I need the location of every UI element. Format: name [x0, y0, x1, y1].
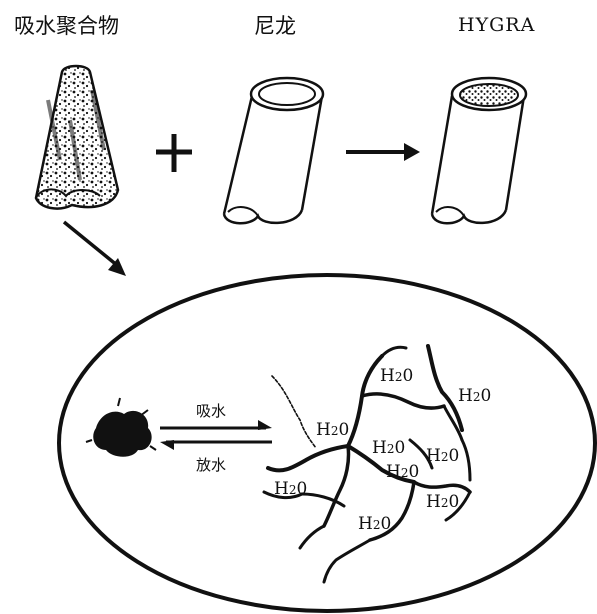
plus-icon [156, 134, 192, 172]
label-release-water: 放水 [196, 456, 227, 474]
water-label: H20 [426, 446, 459, 466]
water-label: H20 [426, 492, 459, 512]
label-nylon: 尼龙 [254, 14, 296, 38]
hygra-fiber [430, 76, 528, 225]
nylon-tube [222, 76, 325, 225]
arrow-down-right-icon [62, 220, 126, 276]
water-label: H20 [458, 386, 491, 406]
magnified-view-ellipse [57, 273, 597, 613]
water-label: H20 [316, 420, 349, 440]
reversible-arrows [160, 420, 272, 450]
water-label: H20 [372, 438, 405, 458]
polymer-cylinder [34, 64, 120, 210]
dry-polymer-blob [85, 397, 157, 457]
water-label: H20 [274, 479, 307, 499]
arrow-right-icon [346, 143, 420, 161]
water-label: H20 [380, 366, 413, 386]
label-absorb-water: 吸水 [196, 402, 227, 420]
plus-symbol: + [168, 136, 169, 137]
water-label: H20 [386, 462, 419, 482]
water-labels: H20 H20 H20 H20 H20 H20 H20 H20 H20 [274, 366, 491, 534]
label-hygra: HYGRA [458, 14, 536, 36]
water-label: H20 [358, 514, 391, 534]
swollen-polymer-network [262, 344, 472, 584]
label-water-absorbing-polymer: 吸水聚合物 [14, 14, 119, 38]
